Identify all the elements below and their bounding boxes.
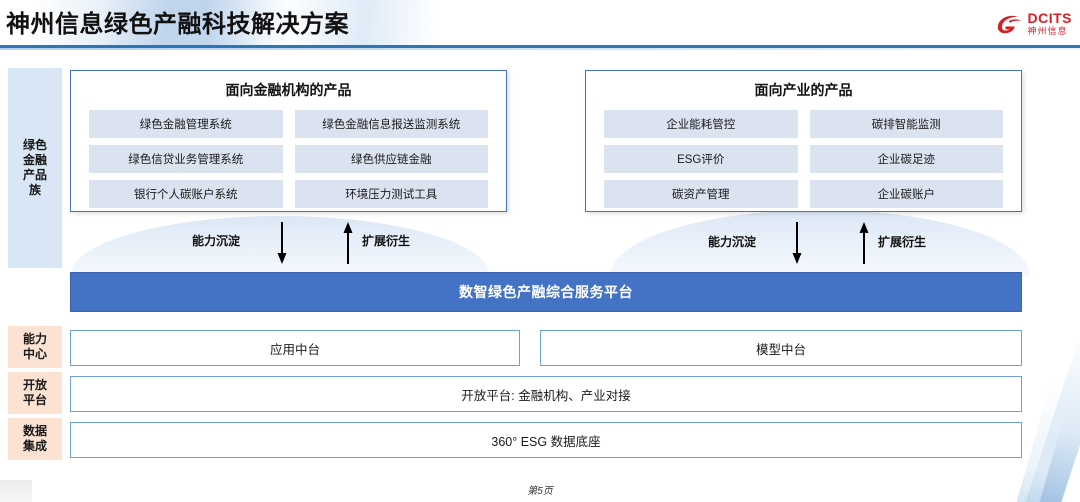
platform-bar[interactable]: 数智绿色产融综合服务平台 xyxy=(70,272,1022,312)
panel-product-grid: 企业能耗管控 碳排智能监测 ESG评价 企业碳足迹 碳资产管理 企业碳账户 xyxy=(586,100,1021,208)
box-label: 应用中台 xyxy=(269,342,320,357)
panel-industry-products: 面向产业的产品 企业能耗管控 碳排智能监测 ESG评价 企业碳足迹 碳资产管理 … xyxy=(585,70,1022,212)
platform-bar-label: 数智绿色产融综合服务平台 xyxy=(459,284,633,300)
arrow-up-icon-right xyxy=(859,222,869,264)
panel-title: 面向金融机构的产品 xyxy=(225,82,352,98)
box-label: 开放平台: 金融机构、产业对接 xyxy=(461,388,631,403)
slide-header: 神州信息绿色产融科技解决方案 xyxy=(0,0,1080,48)
sidebar-item-label: 绿色金融产品族 xyxy=(22,138,47,197)
sidebar-item-label: 开放平台 xyxy=(22,378,47,407)
panel-product-grid: 绿色金融管理系统 绿色金融信息报送监测系统 绿色信贷业务管理系统 绿色供应链金融… xyxy=(71,100,506,208)
product-chip[interactable]: 银行个人碳账户系统 xyxy=(89,180,283,208)
box-open-platform[interactable]: 开放平台: 金融机构、产业对接 xyxy=(70,376,1022,412)
corner-gray-decoration xyxy=(0,480,32,502)
box-label: 模型中台 xyxy=(755,342,806,357)
logo-english-name: DCITS xyxy=(1027,9,1072,26)
dcits-swoosh-icon xyxy=(997,15,1021,34)
dcits-logo: DCITS 神州信息 xyxy=(995,8,1073,38)
header-divider-line-soft xyxy=(0,48,1080,50)
box-application-middle-platform[interactable]: 应用中台 xyxy=(70,330,520,366)
flow-label-extension-derivation-left: 扩展衍生 xyxy=(362,234,411,248)
header-divider-line xyxy=(0,45,1080,48)
product-chip[interactable]: 企业能耗管控 xyxy=(604,110,798,138)
product-chip[interactable]: 绿色供应链金融 xyxy=(294,145,488,173)
product-chip[interactable]: 企业碳账户 xyxy=(809,180,1003,208)
page-title: 神州信息绿色产融科技解决方案 xyxy=(6,11,349,38)
corner-ribbon-decoration xyxy=(980,322,1080,502)
sidebar-item-data-integration[interactable]: 数据集成 xyxy=(8,418,62,460)
capability-dome-right-decoration xyxy=(610,210,1030,276)
sidebar-item-open-platform[interactable]: 开放平台 xyxy=(8,372,62,414)
flow-label-capability-precipitation-left: 能力沉淀 xyxy=(192,234,241,248)
panel-title: 面向产业的产品 xyxy=(754,82,853,98)
product-chip[interactable]: ESG评价 xyxy=(604,145,798,173)
sidebar-item-green-finance-family[interactable]: 绿色金融产品族 xyxy=(8,68,62,268)
product-chip[interactable]: 环境压力测试工具 xyxy=(294,180,488,208)
panel-financial-products: 面向金融机构的产品 绿色金融管理系统 绿色金融信息报送监测系统 绿色信贷业务管理… xyxy=(70,70,507,212)
page-number-footer: 第5页 xyxy=(527,486,553,497)
sidebar-item-ability-center[interactable]: 能力中心 xyxy=(8,326,62,368)
box-model-middle-platform[interactable]: 模型中台 xyxy=(540,330,1022,366)
product-chip[interactable]: 绿色信贷业务管理系统 xyxy=(89,145,283,173)
product-chip[interactable]: 企业碳足迹 xyxy=(809,145,1003,173)
box-data-foundation[interactable]: 360° ESG 数据底座 xyxy=(70,422,1022,458)
product-chip[interactable]: 绿色金融信息报送监测系统 xyxy=(294,110,488,138)
product-chip[interactable]: 碳资产管理 xyxy=(604,180,798,208)
sidebar-item-label: 数据集成 xyxy=(22,424,47,453)
flow-label-capability-precipitation-right: 能力沉淀 xyxy=(708,235,757,249)
logo-text: DCITS 神州信息 xyxy=(1028,11,1073,36)
sidebar-item-label: 能力中心 xyxy=(22,332,47,361)
arrow-down-icon-left xyxy=(277,222,287,264)
logo-chinese-name: 神州信息 xyxy=(1027,25,1068,36)
arrow-up-icon-left xyxy=(343,222,353,264)
flow-label-extension-derivation-right: 扩展衍生 xyxy=(878,235,927,249)
arrow-down-icon-right xyxy=(792,222,802,264)
product-chip[interactable]: 碳排智能监测 xyxy=(809,110,1003,138)
product-chip[interactable]: 绿色金融管理系统 xyxy=(89,110,283,138)
box-label: 360° ESG 数据底座 xyxy=(491,434,601,449)
